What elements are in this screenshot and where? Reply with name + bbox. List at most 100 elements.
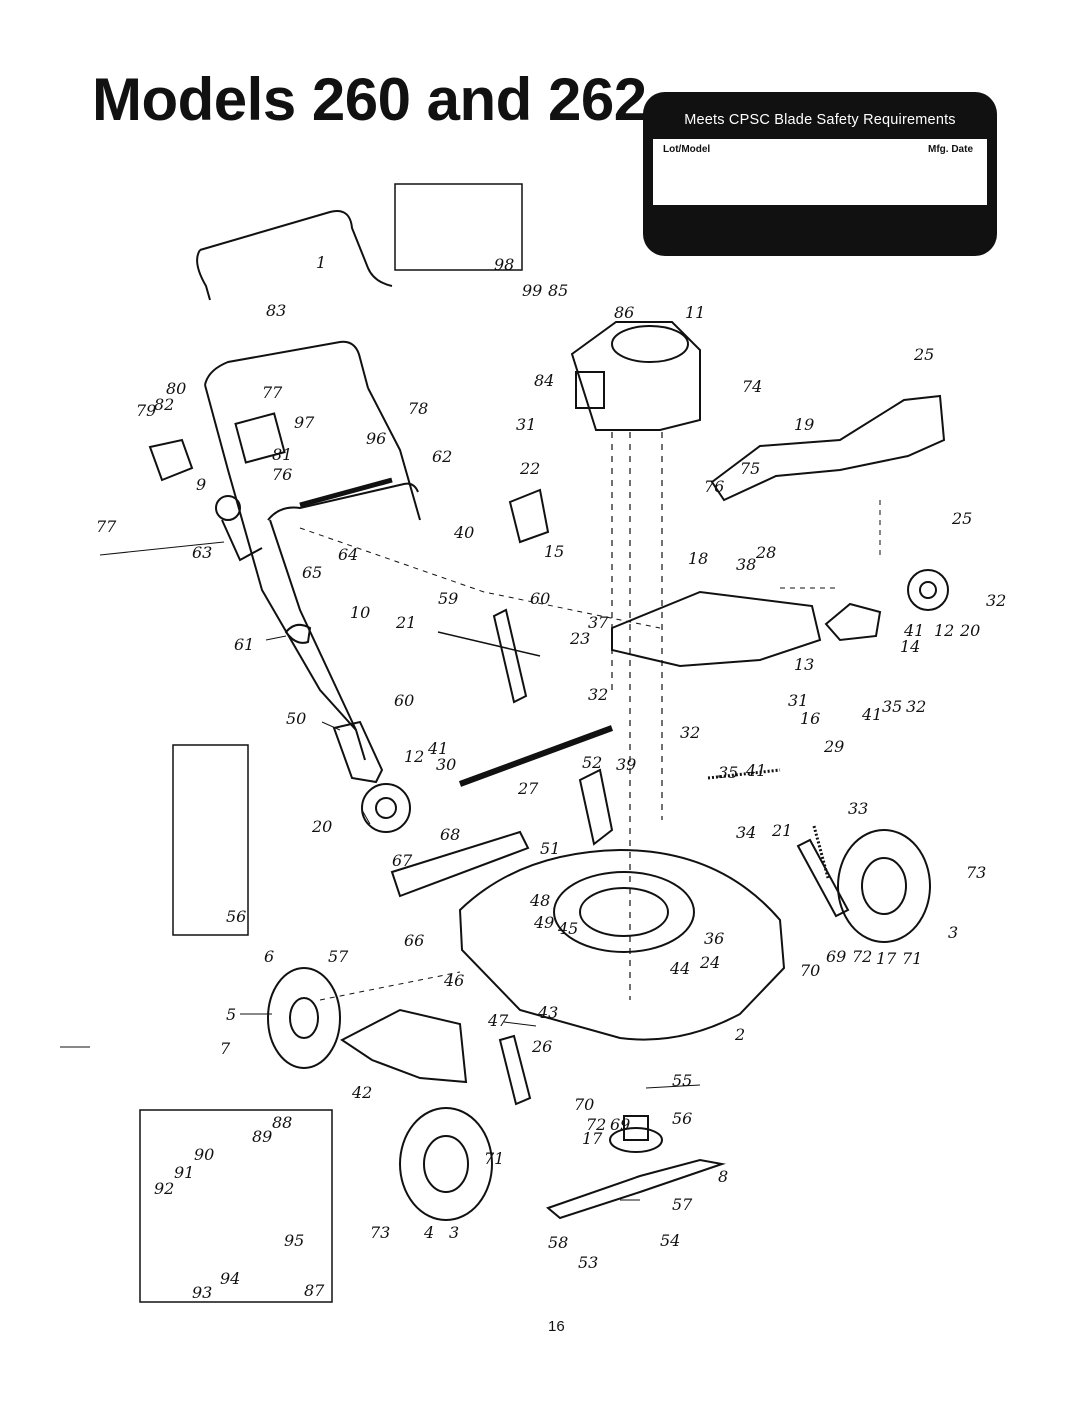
callout-75: 75 bbox=[740, 459, 760, 478]
rear-axle-plate bbox=[611, 590, 822, 668]
engine-body bbox=[570, 321, 701, 431]
callout-16: 16 bbox=[800, 709, 820, 728]
callout-45: 45 bbox=[557, 919, 578, 938]
callout-21: 21 bbox=[395, 613, 416, 632]
callout-12: 12 bbox=[404, 747, 424, 766]
callout-96: 96 bbox=[366, 429, 386, 448]
callout-36: 36 bbox=[704, 929, 724, 948]
callout-49: 49 bbox=[533, 913, 554, 932]
callout-71: 71 bbox=[902, 949, 922, 968]
safety-label: Meets CPSC Blade Safety Requirements Lot… bbox=[643, 92, 997, 256]
callout-30: 30 bbox=[436, 755, 456, 774]
callout-44: 44 bbox=[669, 959, 690, 978]
callout-17: 17 bbox=[582, 1129, 603, 1148]
callout-81: 81 bbox=[272, 445, 292, 464]
callout-63: 63 bbox=[192, 543, 212, 562]
callout-11: 11 bbox=[685, 303, 705, 322]
callout-50: 50 bbox=[286, 709, 306, 728]
callout-47: 47 bbox=[487, 1011, 509, 1030]
inset-box-87 bbox=[139, 1109, 333, 1303]
safety-label-heading: Meets CPSC Blade Safety Requirements bbox=[684, 112, 956, 128]
callout-86: 86 bbox=[614, 303, 634, 322]
callout-72: 72 bbox=[852, 947, 872, 966]
callout-20: 20 bbox=[311, 817, 332, 836]
callout-42: 42 bbox=[351, 1083, 372, 1102]
callout-65: 65 bbox=[302, 563, 322, 582]
callout-20: 20 bbox=[959, 621, 980, 640]
callout-76: 76 bbox=[272, 465, 292, 484]
callout-33: 33 bbox=[848, 799, 868, 818]
callout-21: 21 bbox=[771, 821, 792, 840]
callout-31: 31 bbox=[516, 415, 536, 434]
callout-70: 70 bbox=[800, 961, 820, 980]
lower-handle-rail-left bbox=[204, 384, 366, 761]
callout-38: 38 bbox=[736, 555, 756, 574]
callout-32: 32 bbox=[680, 723, 700, 742]
callout-61: 61 bbox=[234, 635, 254, 654]
callout-51: 51 bbox=[540, 839, 560, 858]
callout-6: 6 bbox=[264, 947, 274, 966]
callout-39: 39 bbox=[616, 755, 636, 774]
deck bbox=[458, 848, 786, 1041]
callout-9: 9 bbox=[196, 475, 206, 494]
callout-69: 69 bbox=[610, 1115, 630, 1134]
callout-74: 74 bbox=[742, 377, 762, 396]
callout-68: 68 bbox=[440, 825, 460, 844]
callout-79: 79 bbox=[136, 401, 156, 420]
callout-32: 32 bbox=[588, 685, 608, 704]
callout-41: 41 bbox=[427, 739, 448, 758]
callout-99: 99 bbox=[522, 281, 542, 300]
callout-35: 35 bbox=[718, 763, 738, 782]
callout-56: 56 bbox=[226, 907, 246, 926]
lower-handle-rail-right bbox=[367, 387, 421, 521]
callout-25: 25 bbox=[951, 509, 972, 528]
callout-56: 56 bbox=[672, 1109, 692, 1128]
callout-98: 98 bbox=[494, 255, 514, 274]
blade bbox=[546, 1158, 726, 1220]
callout-19: 19 bbox=[794, 415, 814, 434]
callout-22: 22 bbox=[519, 459, 540, 478]
callout-8: 8 bbox=[718, 1167, 728, 1186]
rear-shield bbox=[710, 394, 946, 502]
callout-53: 53 bbox=[578, 1253, 598, 1272]
safety-label-fields: Lot/Model Mfg. Date bbox=[653, 139, 987, 205]
callout-84: 84 bbox=[534, 371, 554, 390]
callout-2: 2 bbox=[734, 1025, 745, 1044]
callout-77: 77 bbox=[96, 517, 117, 536]
callout-67: 67 bbox=[392, 851, 413, 870]
callout-58: 58 bbox=[548, 1233, 568, 1252]
callout-13: 13 bbox=[794, 655, 814, 674]
lot-model-label: Lot/Model bbox=[663, 144, 711, 155]
callout-29: 29 bbox=[823, 737, 844, 756]
upper-handle-part bbox=[199, 210, 393, 287]
callout-25: 25 bbox=[913, 345, 934, 364]
callout-87: 87 bbox=[304, 1281, 325, 1300]
callout-59: 59 bbox=[438, 589, 458, 608]
callout-43: 43 bbox=[537, 1003, 558, 1022]
callout-26: 26 bbox=[531, 1037, 552, 1056]
callout-24: 24 bbox=[699, 953, 720, 972]
callout-1: 1 bbox=[316, 253, 326, 272]
callout-93: 93 bbox=[192, 1283, 212, 1302]
callout-12: 12 bbox=[934, 621, 954, 640]
callout-80: 80 bbox=[166, 379, 186, 398]
callout-10: 10 bbox=[350, 603, 370, 622]
callout-57: 57 bbox=[672, 1195, 693, 1214]
callout-31: 31 bbox=[788, 691, 808, 710]
callout-27: 27 bbox=[517, 779, 539, 798]
callout-52: 52 bbox=[582, 753, 602, 772]
callout-83: 83 bbox=[266, 301, 286, 320]
callout-48: 48 bbox=[529, 891, 550, 910]
callout-69: 69 bbox=[826, 947, 846, 966]
callout-3: 3 bbox=[948, 923, 958, 942]
front-left-wheel bbox=[267, 967, 341, 1069]
callout-28: 28 bbox=[755, 543, 776, 562]
callout-41: 41 bbox=[903, 621, 924, 640]
callout-97: 97 bbox=[294, 413, 315, 432]
callout-62: 62 bbox=[432, 447, 452, 466]
callout-60: 60 bbox=[530, 589, 550, 608]
callout-92: 92 bbox=[154, 1179, 174, 1198]
callout-78: 78 bbox=[408, 399, 428, 418]
callout-71: 71 bbox=[484, 1149, 504, 1168]
